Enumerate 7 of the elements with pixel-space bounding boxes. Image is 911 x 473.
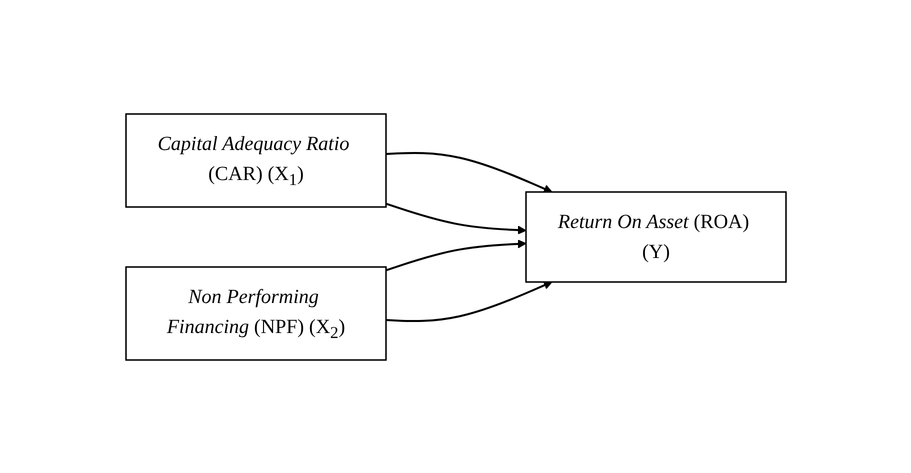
arrow (385, 202, 526, 234)
arrow (385, 239, 526, 271)
node-box: Return On Asset (ROA) (Y) (524, 190, 786, 282)
arrow (385, 280, 552, 322)
node-box: Capital Adequacy Ratio (CAR) (X$_{1}$) (124, 112, 386, 208)
node-box: Non Performing Financing (NPF) (X$_{2}$) (124, 266, 386, 360)
arrow (385, 151, 552, 192)
